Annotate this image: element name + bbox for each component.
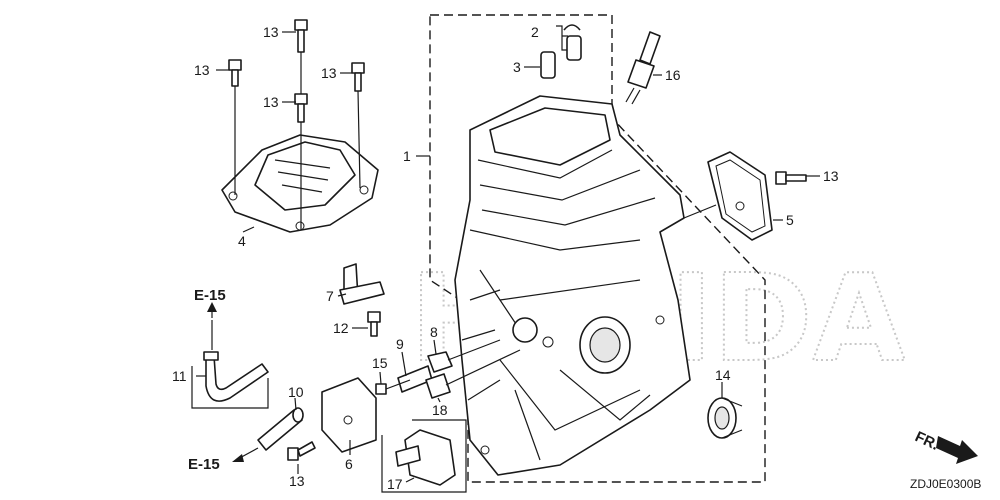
bolt-right — [775, 171, 807, 185]
gasket — [683, 151, 773, 241]
diagram-code: ZDJ0E0300B — [910, 477, 981, 491]
label-13-lower: 13 — [289, 473, 305, 489]
leader-lines — [196, 31, 820, 483]
spark-plug — [625, 31, 661, 105]
label-2: 2 — [531, 24, 539, 40]
bolt-lower — [287, 441, 316, 461]
breather-parts — [375, 339, 521, 399]
plate — [321, 377, 377, 453]
label-10: 10 — [288, 384, 304, 400]
label-4: 4 — [238, 233, 246, 249]
label-5: 5 — [786, 212, 794, 228]
label-9: 9 — [396, 336, 404, 352]
direction-label: FR. — [912, 428, 941, 454]
label-8: 8 — [430, 324, 438, 340]
tube — [232, 407, 304, 462]
label-13-top: 13 — [263, 24, 279, 40]
label-15: 15 — [372, 355, 388, 371]
label-13-right: 13 — [321, 65, 337, 81]
label-13-mid: 13 — [263, 94, 279, 110]
label-18: 18 — [432, 402, 448, 418]
label-12: 12 — [333, 320, 349, 336]
crankcase — [454, 95, 691, 476]
assembly-outline — [429, 14, 766, 483]
label-1: 1 — [403, 148, 411, 164]
valve-guides — [540, 24, 582, 79]
ref-e15-top: E-15 — [194, 287, 226, 304]
label-17: 17 — [387, 476, 403, 492]
label-16: 16 — [665, 67, 681, 83]
label-6: 6 — [345, 456, 353, 472]
front-arrow — [936, 436, 978, 464]
label-13-left: 13 — [194, 62, 210, 78]
label-11: 11 — [172, 368, 187, 384]
label-14: 14 — [715, 367, 731, 383]
cover-bolts — [228, 19, 365, 230]
label-13-gasket: 13 — [823, 168, 839, 184]
part17-box — [381, 419, 467, 493]
oil-seal — [707, 397, 743, 439]
label-3: 3 — [513, 59, 521, 75]
label-7: 7 — [326, 288, 334, 304]
breather-tube — [191, 302, 269, 409]
ref-e15-bottom: E-15 — [188, 456, 220, 473]
valve-cover — [221, 134, 379, 233]
clamp — [339, 263, 385, 337]
